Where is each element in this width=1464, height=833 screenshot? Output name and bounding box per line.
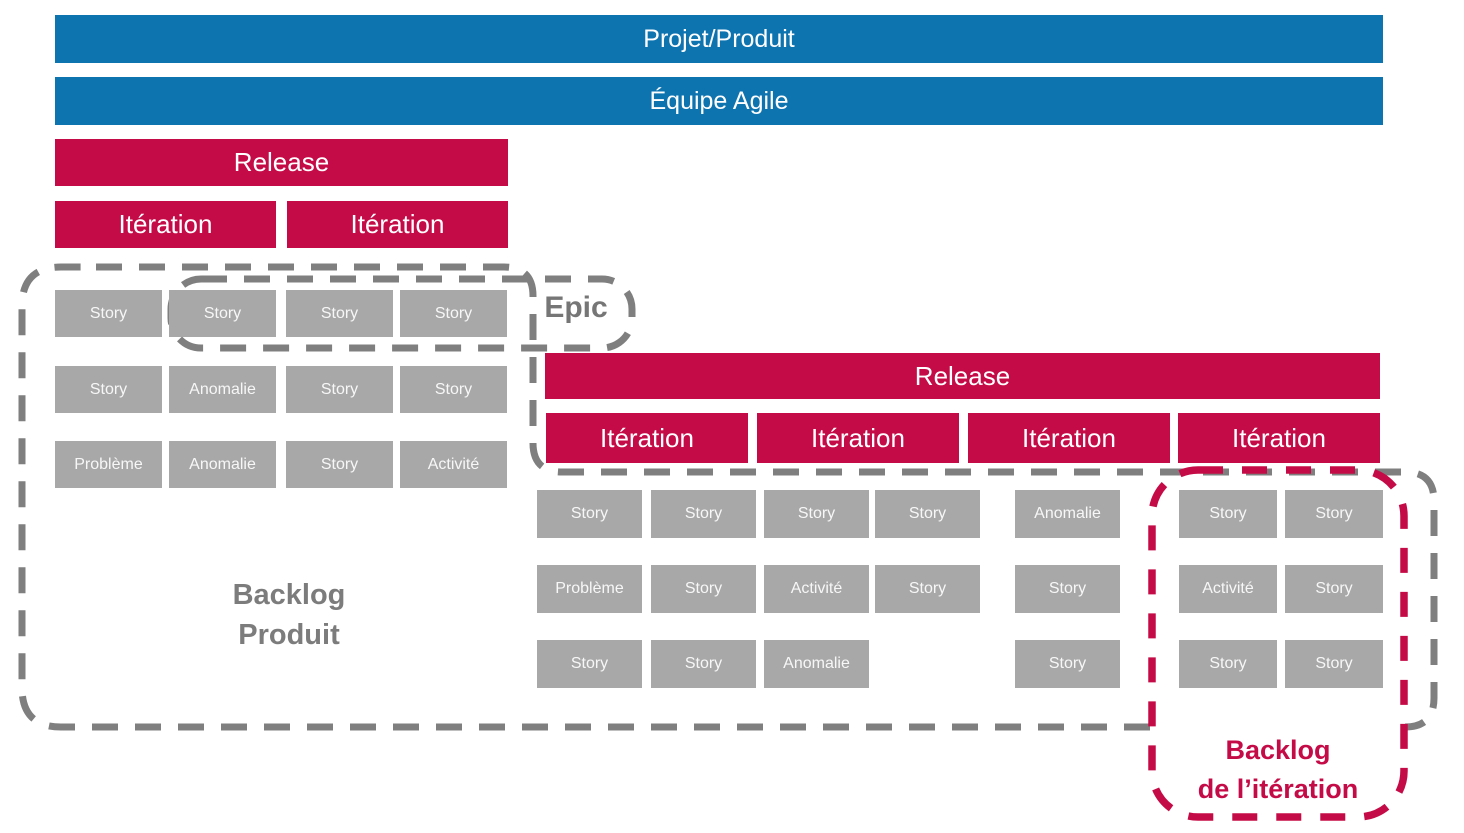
- iteration-backlog-label-line1: Backlog: [1225, 735, 1331, 765]
- project-product-bar: Projet/Produit: [55, 15, 1383, 63]
- card: Activité: [764, 565, 869, 613]
- card: Story: [875, 565, 980, 613]
- epic-label: Epic: [544, 291, 608, 324]
- card: Story: [651, 565, 756, 613]
- iteration-backlog-label: Backlog de l’itération: [1157, 731, 1399, 809]
- card: Story: [537, 640, 642, 688]
- card: Story: [286, 366, 393, 413]
- card: Story: [55, 290, 162, 337]
- card: Problème: [537, 565, 642, 613]
- card: Story: [651, 490, 756, 538]
- card: Story: [764, 490, 869, 538]
- card: Story: [286, 441, 393, 488]
- product-backlog-label-line2: Produit: [238, 619, 340, 651]
- card: Anomalie: [169, 366, 276, 413]
- card: Story: [875, 490, 980, 538]
- card: Story: [400, 290, 507, 337]
- card: Story: [1015, 640, 1120, 688]
- right-iteration-bar-2: Itération: [757, 413, 959, 463]
- card: Story: [400, 366, 507, 413]
- iteration-backlog-label-line2: de l’itération: [1197, 774, 1359, 804]
- left-iteration-bar-2: Itération: [287, 201, 508, 248]
- card: Story: [1015, 565, 1120, 613]
- right-iteration-bar-1: Itération: [546, 413, 748, 463]
- card: Story: [1179, 640, 1277, 688]
- right-iteration-bar-4: Itération: [1178, 413, 1380, 463]
- right-release-bar: Release: [545, 353, 1380, 399]
- card: Story: [651, 640, 756, 688]
- product-backlog-label-line1: Backlog: [232, 579, 346, 611]
- card: Story: [1285, 490, 1383, 538]
- card: Story: [1285, 565, 1383, 613]
- card: Anomalie: [169, 441, 276, 488]
- card: Activité: [400, 441, 507, 488]
- card: Story: [169, 290, 276, 337]
- card: Problème: [55, 441, 162, 488]
- card: Anomalie: [764, 640, 869, 688]
- card: Story: [1285, 640, 1383, 688]
- card: Story: [286, 290, 393, 337]
- card: Story: [55, 366, 162, 413]
- card: Story: [1179, 490, 1277, 538]
- product-backlog-outline: [18, 263, 1438, 731]
- iteration-backlog-outline: [1148, 466, 1408, 821]
- left-iteration-bar-1: Itération: [55, 201, 276, 248]
- product-backlog-label: Backlog Produit: [154, 575, 424, 655]
- left-release-bar: Release: [55, 139, 508, 186]
- card: Story: [537, 490, 642, 538]
- agile-team-bar: Équipe Agile: [55, 77, 1383, 125]
- card: Activité: [1179, 565, 1277, 613]
- right-iteration-bar-3: Itération: [968, 413, 1170, 463]
- card: Anomalie: [1015, 490, 1120, 538]
